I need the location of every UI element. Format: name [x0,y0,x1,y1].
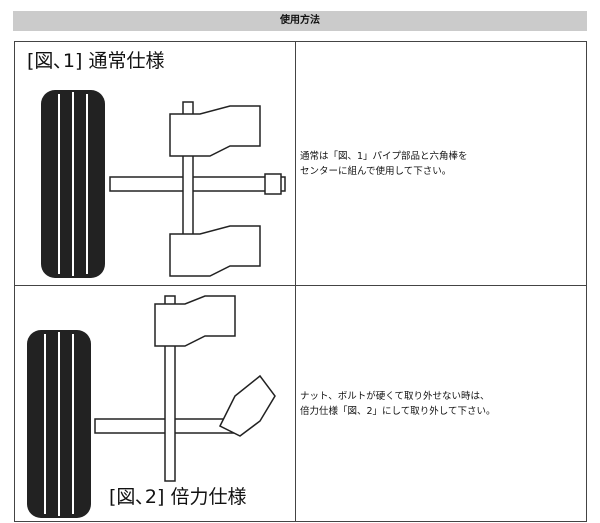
section-header: 使用方法 [13,11,587,31]
description-line: 倍力仕様「図、2」にして取り外して下さい。 [300,405,496,417]
table-row: [図､1] 通常仕様 通常は「図、1」パイプ部品と六角棒を センターに組んで使用… [14,41,587,286]
figure-1-illustration [41,90,286,278]
figure-1-description: 通常は「図、1」パイプ部品と六角棒を センターに組んで使用して下さい。 [295,41,587,286]
figure-2-description: ナット、ボルトが硬くて取り外せない時は、 倍力仕様「図、2」にして取り外して下さ… [295,285,587,522]
figure-1-cell: [図､1] 通常仕様 [14,41,296,286]
figure-2-cell: [図､2] 倍力仕様 [14,285,296,522]
usage-table: [図､1] 通常仕様 通常は「図、1」パイプ部品と六角棒を センターに組んで使用… [14,41,587,522]
hand-icon [169,105,261,277]
figure-2-caption: [図､2] 倍力仕様 [109,486,247,508]
figure-1-caption: [図､1] 通常仕様 [27,50,165,72]
tire-icon [27,330,91,518]
tire-icon [41,90,105,278]
figure-2-illustration [27,295,276,518]
description-line: 通常は「図、1」パイプ部品と六角棒を [300,150,468,162]
table-row: [図､2] 倍力仕様 ナット、ボルトが硬くて取り外せない時は、 倍力仕様「図、2… [14,285,587,522]
description-line: センターに組んで使用して下さい。 [300,165,452,177]
cross-wrench-icon [109,101,286,271]
description-line: ナット、ボルトが硬くて取り外せない時は、 [300,390,490,402]
hand-icon [154,295,276,437]
